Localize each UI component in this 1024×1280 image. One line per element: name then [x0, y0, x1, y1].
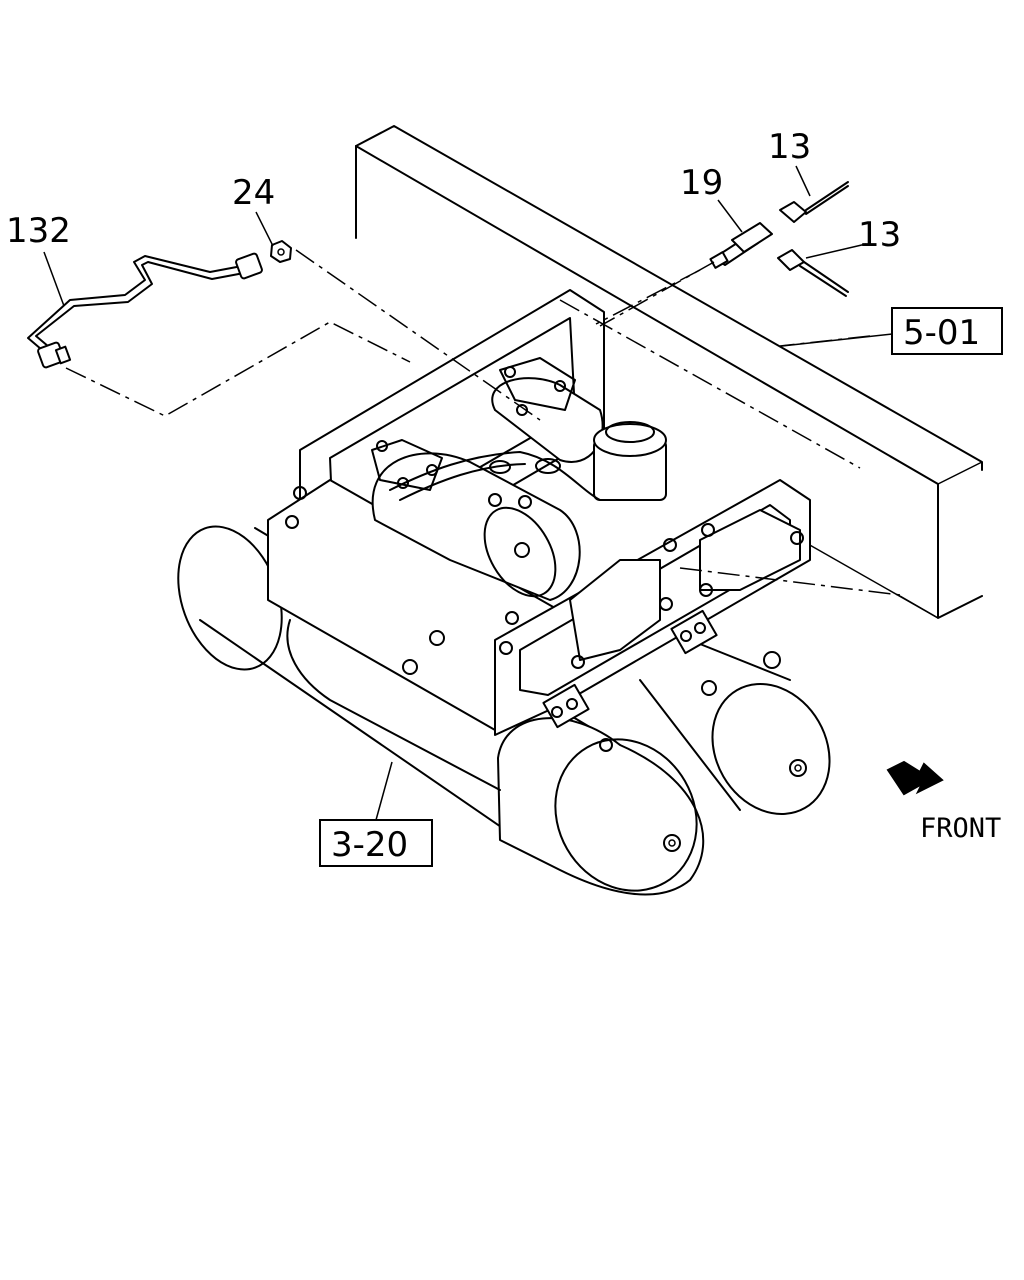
callout-24: 24 [232, 173, 275, 213]
callout-13-lower: 13 [858, 215, 901, 255]
air-tank-large [177, 525, 705, 896]
callout-132: 132 [6, 211, 71, 251]
compressor-unit [371, 357, 667, 601]
ref-3-20: 3-20 [331, 825, 408, 865]
ref-box-3-20 [319, 819, 433, 867]
frame-rail [355, 125, 983, 619]
callout-19: 19 [680, 163, 723, 203]
fitting-13-upper [779, 181, 849, 223]
fitting-13-lower [777, 249, 849, 297]
front-arrow-icon [886, 760, 944, 796]
assembly-lines [65, 249, 901, 596]
air-tank-small [639, 639, 831, 815]
nut-24 [270, 240, 292, 263]
leader-lines [43, 165, 893, 821]
front-label: FRONT [920, 813, 1001, 844]
ref-5-01: 5-01 [903, 313, 980, 353]
tee-fitting-19 [709, 222, 773, 269]
pipe-132 [27, 252, 263, 369]
callout-13-upper: 13 [768, 127, 811, 167]
ref-box-5-01 [891, 307, 1003, 355]
